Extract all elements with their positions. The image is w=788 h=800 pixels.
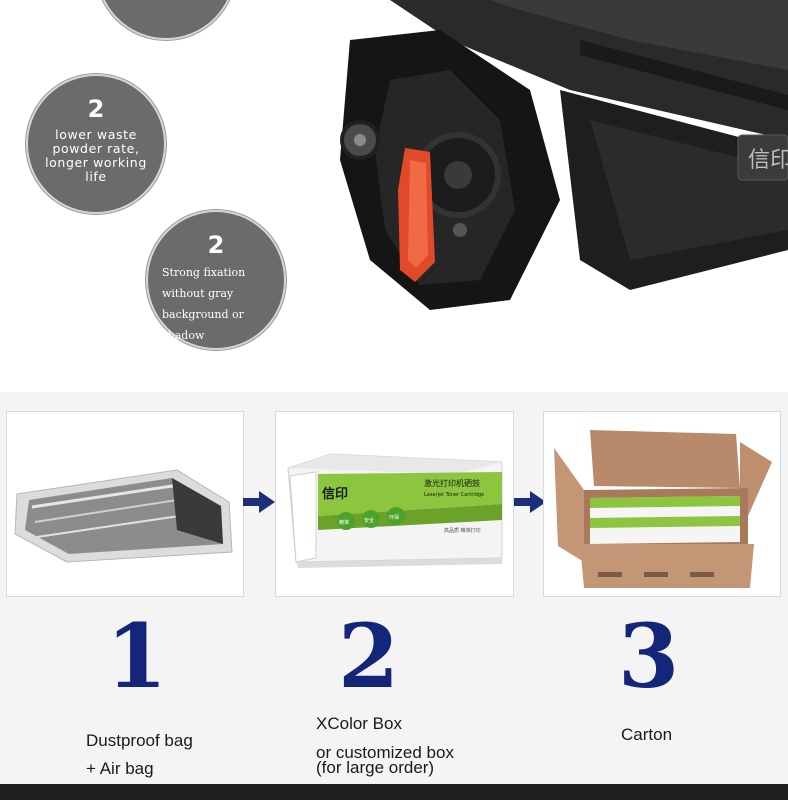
box-badge: 安全 [364,517,374,524]
air-bag-image [14,469,233,563]
packaging-section: 信印 激光打印机硒鼓 Laserjet Toner Cartridge 精准 安… [0,392,788,784]
feature-number: 2 [87,95,105,123]
feature-badge-3: 2 Strong fixation without gray backgroun… [146,210,286,350]
step-label: or customized box [316,743,454,762]
step-label: XColor Box [316,714,402,733]
color-box-image: 信印 激光打印机硒鼓 Laserjet Toner Cartridge 精准 安… [287,453,503,568]
air-bag-panel [6,411,244,597]
box-badge: 精准 [339,519,349,526]
box-subtitle: Laserjet Toner Cartridge [424,492,484,498]
box-tagline: 高品质 精准打印 [444,527,481,534]
color-box-panel: 信印 激光打印机硒鼓 Laserjet Toner Cartridge 精准 安… [275,411,514,597]
bottom-strip [0,784,788,800]
step-label: + Air bag [86,759,154,778]
cartridge-logo: 信印 [748,148,788,173]
step-label: Dustproof bag [86,731,193,750]
carton-image [554,430,772,588]
box-title: 激光打印机硒鼓 [424,478,480,488]
feature-text: Strong fixation without gray background … [162,266,246,342]
feature-badge-2: 2 lower waste powder rate, longer workin… [26,74,166,214]
step-label: (for large order) [316,758,435,777]
step-label: Carton [621,725,673,744]
arrow-right-icon [514,491,546,513]
feature-badge-1 [96,0,236,40]
toner-cartridge-image: 信印 [340,0,788,310]
feature-text: lower waste powder rate, longer working … [45,127,147,184]
box-brand: 信印 [322,486,348,502]
step-number: 3 [618,604,680,708]
box-badge: 环保 [389,514,399,521]
step-number: 1 [106,604,168,708]
feature-number: 2 [207,231,225,259]
carton-panel [543,411,781,597]
feature-section: 2 lower waste powder rate, longer workin… [0,0,788,392]
arrow-right-icon [243,491,275,513]
step-number: 2 [338,604,400,708]
